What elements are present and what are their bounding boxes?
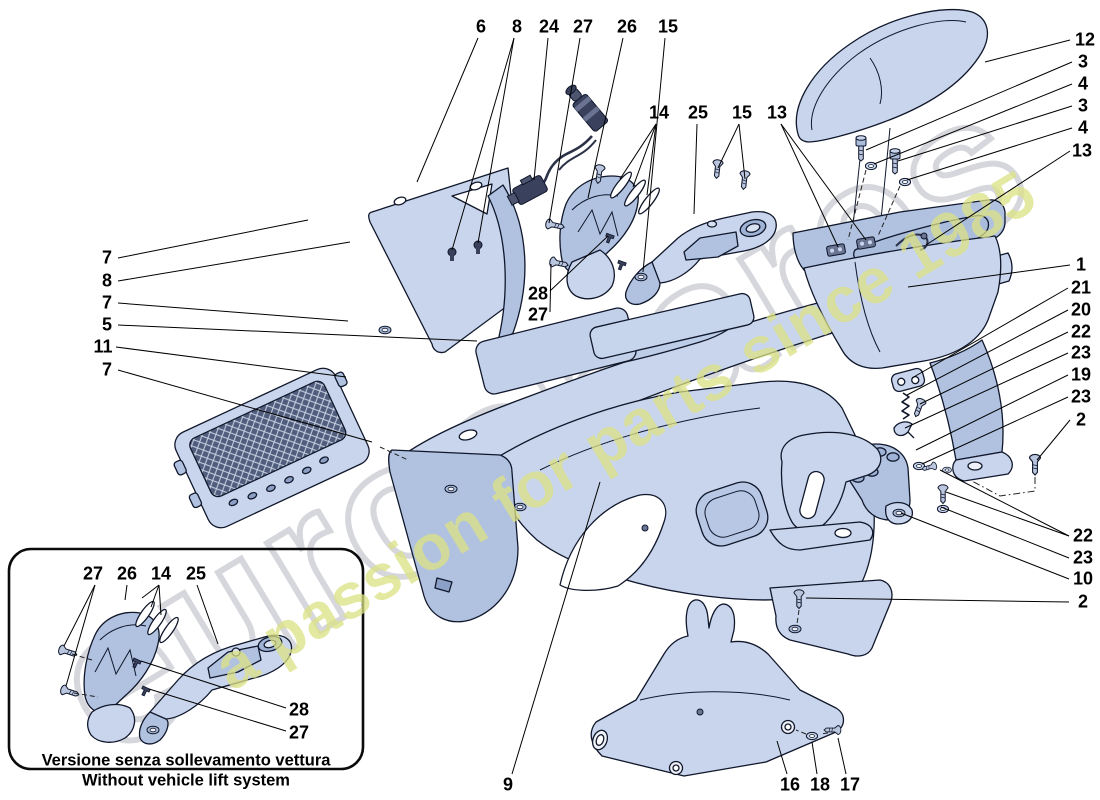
latch-hook-part-23 (893, 421, 915, 439)
main-leader-21 (911, 287, 1069, 379)
spring-part-20 (901, 392, 910, 420)
main-leader-9 (511, 481, 601, 775)
main-leader-28 (549, 235, 609, 292)
front-closing-panel (379, 446, 519, 623)
main-leader-7 (117, 369, 373, 443)
gasket-ellipses-part-14 (610, 171, 660, 215)
inset-leader-14 (141, 584, 160, 599)
tray-mat (589, 292, 755, 360)
main-leader-4 (873, 83, 1073, 165)
main-leader-24 (533, 37, 549, 181)
main-leader-19 (915, 374, 1069, 451)
inset-leader-26 (124, 584, 128, 601)
main-leader-22 (919, 331, 1069, 405)
main-leader-27 (548, 37, 581, 224)
grab-handle-part-10 (769, 431, 914, 551)
main-leader-10 (900, 512, 1070, 580)
trim-pin (447, 240, 483, 261)
main-leader-16 (776, 740, 788, 775)
main-leader-7 (117, 219, 309, 259)
main-leader-23 (921, 396, 1069, 465)
main-leader-13 (780, 123, 867, 241)
main-leader-1 (907, 264, 1071, 288)
inset-leader-14 (158, 584, 162, 616)
main-leader-14 (646, 123, 657, 196)
main-leader-3 (897, 105, 1073, 162)
main-leader-20 (906, 309, 1069, 396)
main-leader-13 (925, 150, 1071, 246)
main-leader-14 (632, 123, 657, 188)
main-leader-22 (939, 469, 1070, 537)
inset-caption-english: Without vehicle lift system (82, 771, 290, 790)
leader-lines (63, 37, 1073, 775)
inset-leader-27 (148, 688, 287, 732)
main-leader-15 (642, 37, 666, 273)
main-leader-8 (477, 37, 515, 244)
main-leader-8 (451, 37, 515, 251)
inset-gasket-ellipses-part-14 (135, 600, 179, 644)
main-leader-12 (984, 39, 1071, 63)
inset-assembly (56, 600, 293, 745)
main-leader-14 (619, 123, 657, 180)
main-leader-27 (549, 263, 552, 313)
main-leader-25 (693, 123, 698, 215)
main-leader-15 (717, 123, 740, 169)
main-leader-2 (1036, 419, 1071, 461)
inset-caption-italian: Versione senza sollevamento vettura (41, 751, 331, 770)
cable-assembly-part-24 (506, 84, 609, 206)
inset-leader-14 (150, 584, 160, 608)
mounting-bracket-part-25 (610, 158, 777, 306)
main-leader-8 (117, 241, 351, 282)
inset-leader-27 (63, 584, 96, 647)
inset-box (7, 547, 365, 771)
main-leader-4 (906, 127, 1073, 181)
lower-bracket-part-16 (590, 599, 845, 777)
main-leader-23 (904, 352, 1069, 429)
main-leader-23 (940, 506, 1070, 559)
main-leader-15 (738, 123, 746, 180)
main-leader-3 (865, 61, 1073, 151)
inset-leader-27 (65, 584, 96, 687)
armrest-lid-part-12 (795, 8, 989, 236)
main-leader-22 (945, 491, 1070, 537)
main-leader-6 (416, 37, 479, 183)
main-leader-13 (780, 123, 839, 248)
inset-leader-25 (196, 584, 219, 645)
armrest-fixings (847, 135, 912, 241)
inset-leader-28 (140, 660, 287, 709)
main-leader-18 (811, 741, 818, 775)
main-leader-17 (837, 737, 847, 775)
main-leader-2 (805, 597, 1070, 603)
main-leader-5 (117, 324, 478, 342)
side-closing-panel-part-6 (368, 167, 526, 354)
main-leader-11 (115, 346, 347, 378)
main-leader-7 (117, 302, 349, 322)
mesh-grille-part-11 (173, 367, 370, 529)
main-leader-26 (587, 37, 624, 199)
bracket-shell-part-26 (544, 163, 639, 300)
